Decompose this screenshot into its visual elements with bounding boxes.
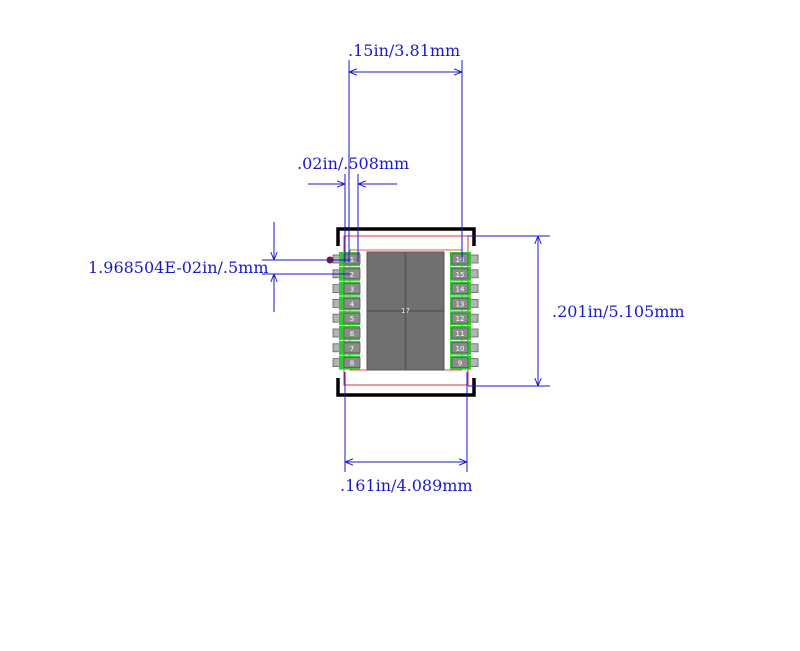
pin-number: 13 bbox=[456, 300, 465, 308]
pin-pad-right: 9 bbox=[450, 355, 479, 370]
pin-number: 6 bbox=[350, 330, 355, 338]
pin-number: 3 bbox=[350, 286, 354, 294]
pin-number: 4 bbox=[350, 300, 355, 308]
pin-number: 16 bbox=[456, 256, 465, 264]
pin-number: 8 bbox=[350, 360, 354, 368]
dimension-pin-width-label: .02in/.508mm bbox=[297, 154, 409, 173]
pin-pad-left: 1 bbox=[332, 252, 361, 266]
dimension-pin-width bbox=[308, 174, 397, 262]
pin-pad-right: 12 bbox=[450, 311, 479, 326]
pin-pad-left: 8 bbox=[332, 355, 361, 370]
pin-pad-right: 15 bbox=[450, 266, 479, 281]
dimension-bottom-width bbox=[344, 372, 468, 472]
pin-number: 7 bbox=[350, 345, 354, 353]
dimension-top-width bbox=[348, 60, 463, 262]
right-pin-column: 16 15 14 13 12 11 10 9 bbox=[450, 252, 479, 370]
pin-pad-right: 11 bbox=[450, 326, 479, 340]
pin-number: 2 bbox=[350, 271, 354, 279]
left-pin-column: 1 2 3 4 5 6 7 8 bbox=[332, 252, 361, 370]
pin-pad-left: 7 bbox=[332, 340, 361, 355]
thermal-pad: 17 bbox=[366, 251, 445, 371]
pin-pad-left: 5 bbox=[332, 311, 361, 326]
pin-pad-right: 10 bbox=[450, 340, 479, 355]
pin-pad-left: 6 bbox=[332, 326, 361, 340]
dimension-height bbox=[468, 235, 550, 387]
pin-number: 5 bbox=[350, 315, 354, 323]
silkscreen-top bbox=[336, 227, 476, 246]
pin-pad-right: 13 bbox=[450, 296, 479, 311]
pin-number: 11 bbox=[456, 330, 465, 338]
dimension-top-width-label: .15in/3.81mm bbox=[348, 41, 460, 60]
dimension-height-label: .201in/5.105mm bbox=[552, 302, 685, 321]
courtyard-outline bbox=[343, 235, 469, 386]
pin-number: 14 bbox=[456, 286, 465, 294]
dimension-pitch bbox=[262, 222, 350, 312]
silkscreen-bottom bbox=[336, 378, 476, 397]
thermal-pad-label: 17 bbox=[401, 307, 410, 315]
pin-number: 10 bbox=[456, 345, 465, 353]
pin-number: 15 bbox=[456, 271, 465, 279]
pin-number: 12 bbox=[456, 315, 465, 323]
pin-number: 1 bbox=[350, 256, 354, 264]
pin-number: 9 bbox=[458, 360, 462, 368]
pin-pad-left: 3 bbox=[332, 281, 361, 296]
dimension-bottom-width-label: .161in/4.089mm bbox=[340, 476, 473, 495]
pin-pad-right: 16 bbox=[450, 252, 479, 266]
pin-pad-right: 14 bbox=[450, 281, 479, 296]
dimension-pitch-label: 1.968504E-02in/.5mm bbox=[88, 258, 269, 277]
pin-pad-left: 4 bbox=[332, 296, 361, 311]
